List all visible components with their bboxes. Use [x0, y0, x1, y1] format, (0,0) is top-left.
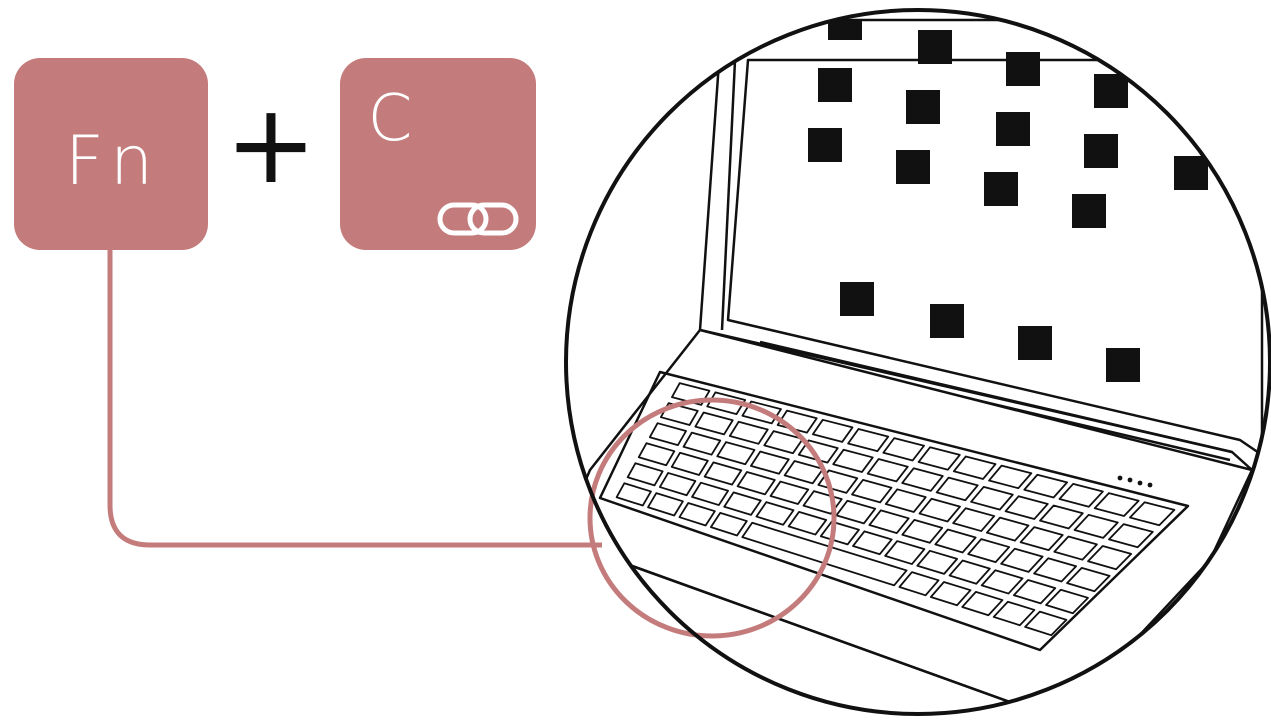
magnified-laptop-view	[560, 10, 1271, 720]
c-key: C	[340, 58, 536, 250]
connector-line	[110, 248, 602, 545]
plus-sign: +	[225, 80, 317, 208]
fn-key: Fn	[14, 58, 208, 250]
fn-key-label: Fn	[65, 122, 159, 201]
c-key-label: C	[368, 82, 413, 156]
